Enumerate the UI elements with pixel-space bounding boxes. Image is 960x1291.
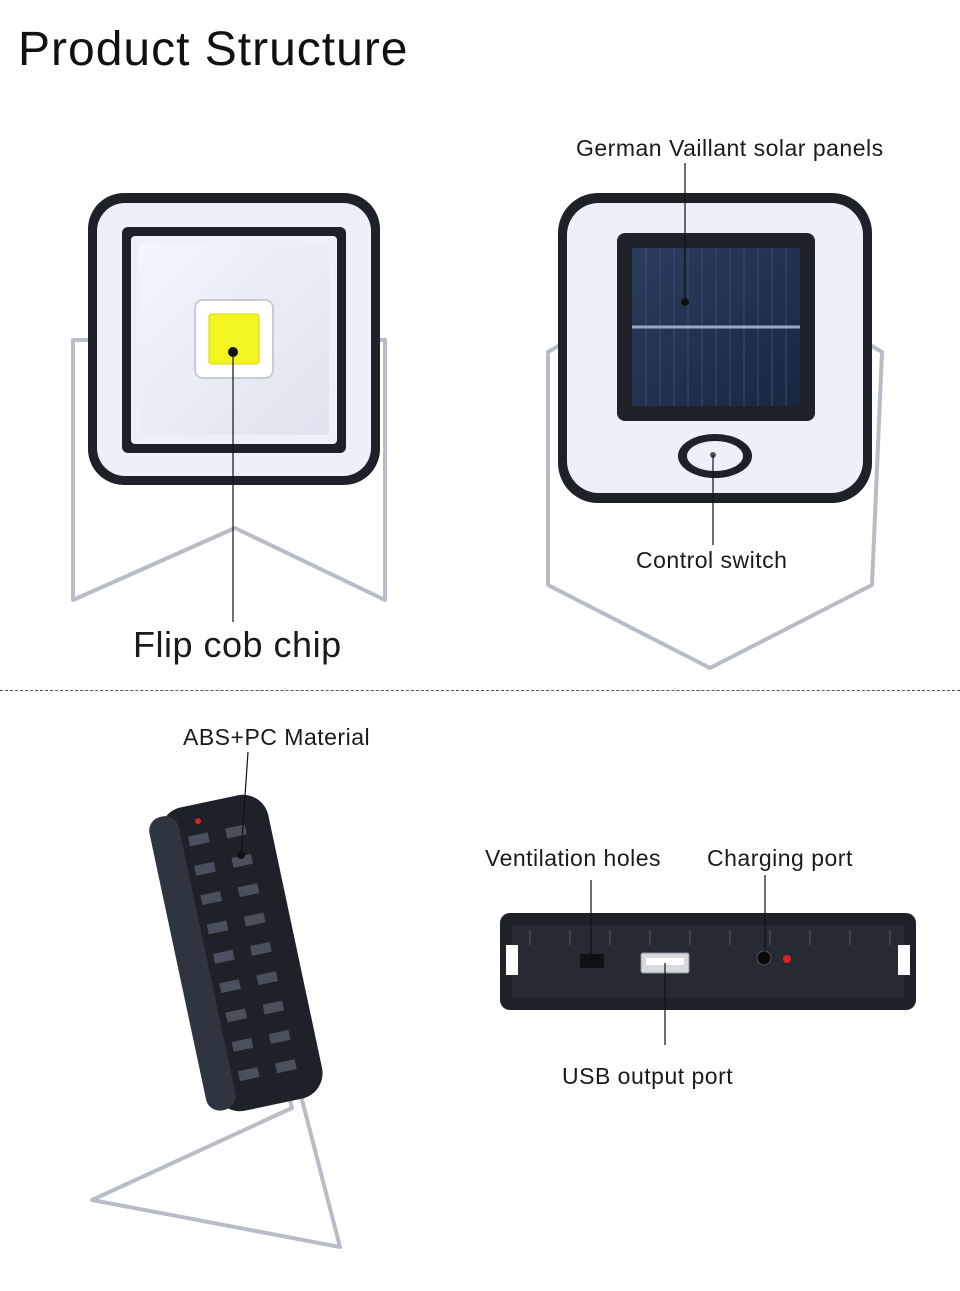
page-title: Product Structure bbox=[18, 23, 409, 76]
side-view-lamp bbox=[90, 751, 342, 1249]
label-flip-cob-chip: Flip cob chip bbox=[133, 624, 342, 665]
indicator-led bbox=[783, 955, 791, 963]
label-usb-output-port: USB output port bbox=[562, 1063, 734, 1089]
edge-view-ports bbox=[500, 875, 916, 1045]
section-divider bbox=[0, 690, 960, 691]
front-wire-stand bbox=[71, 338, 387, 602]
label-control-switch: Control switch bbox=[636, 547, 788, 573]
charging-port-hole bbox=[756, 950, 772, 966]
label-charging-port: Charging port bbox=[707, 845, 853, 871]
label-solar-panels: German Vaillant solar panels bbox=[576, 135, 884, 161]
cob-chip bbox=[208, 313, 260, 365]
label-abs-pc-material: ABS+PC Material bbox=[183, 724, 371, 750]
back-wire-stand bbox=[546, 343, 884, 670]
ventilation-hole bbox=[580, 954, 604, 968]
back-view-lamp bbox=[546, 163, 884, 670]
label-ventilation-holes: Ventilation holes bbox=[485, 845, 662, 871]
front-view-lamp bbox=[71, 193, 387, 622]
